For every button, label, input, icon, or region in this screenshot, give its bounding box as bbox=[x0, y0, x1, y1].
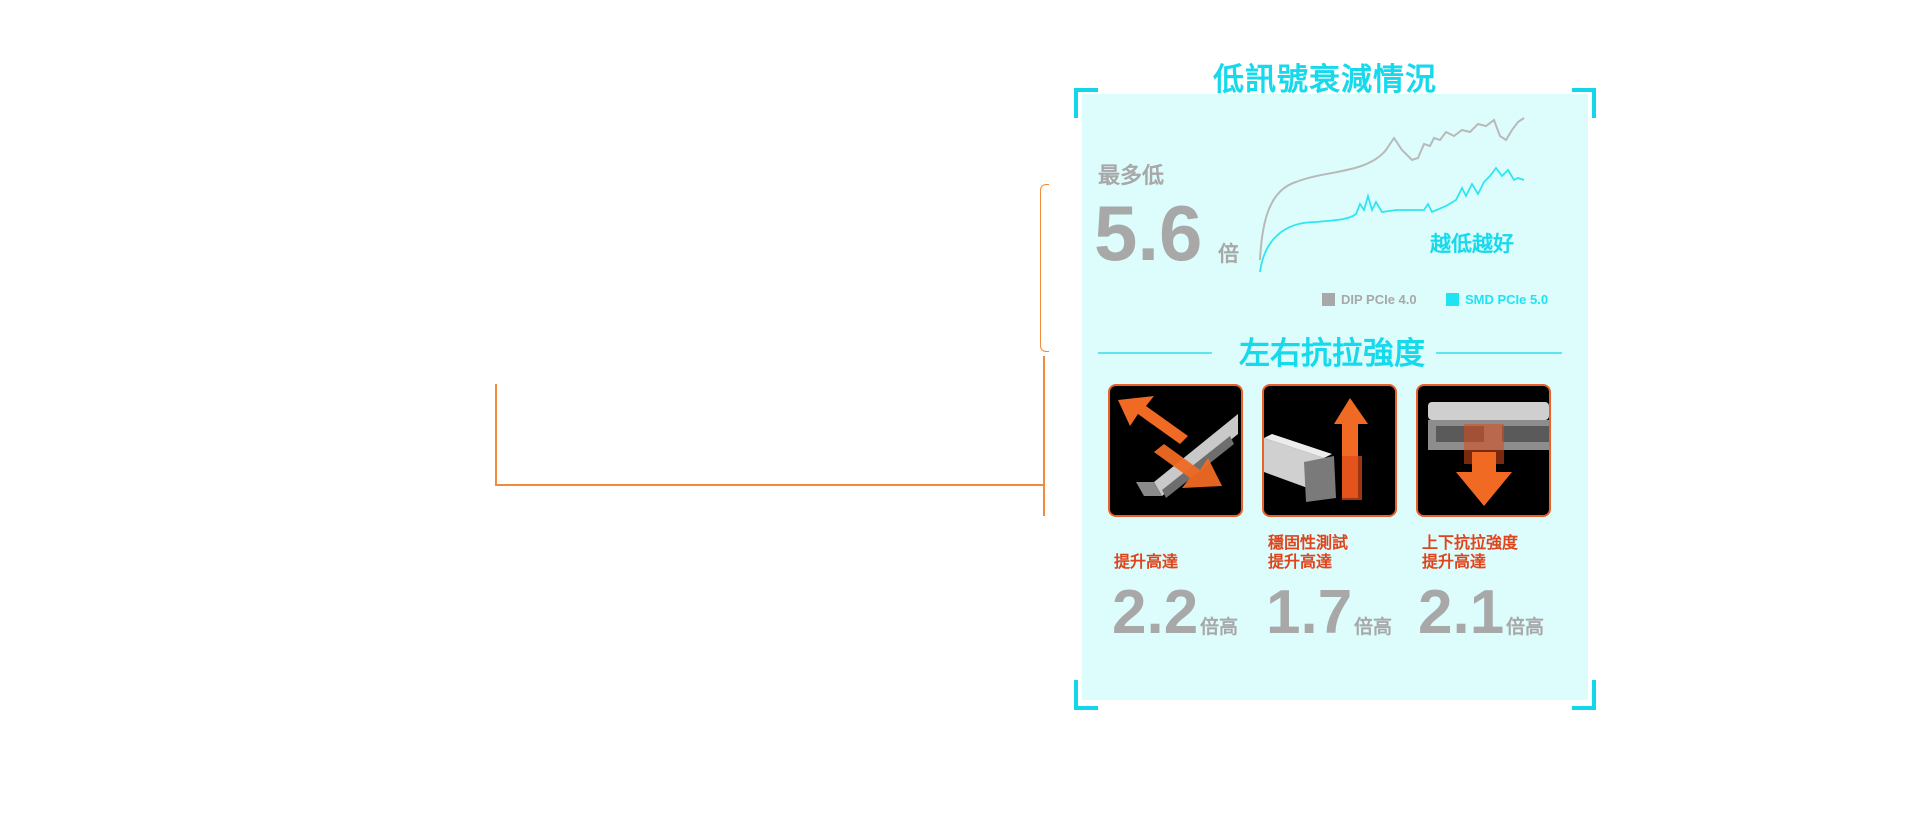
legend-smd-swatch bbox=[1446, 293, 1459, 306]
section-divider-left bbox=[1098, 352, 1212, 354]
strength-tile-2 bbox=[1262, 384, 1397, 517]
strength-unit-2: 倍高 bbox=[1354, 616, 1393, 638]
connector-bracket bbox=[1040, 184, 1049, 352]
strength-unit-1: 倍高 bbox=[1200, 616, 1239, 638]
panel-corner-top-right bbox=[1572, 88, 1596, 118]
strength-label-3: 上下抗拉強度 提升高達 bbox=[1422, 533, 1518, 571]
legend-dip-label: DIP PCIe 4.0 bbox=[1341, 292, 1417, 307]
strength-label-1-line1: 提升高達 bbox=[1114, 552, 1179, 571]
strength-label-1: 提升高達 bbox=[1114, 552, 1178, 571]
dip-curve bbox=[1259, 117, 1525, 261]
strength-unit-3: 倍高 bbox=[1506, 616, 1545, 638]
signal-title: 低訊號衰減情況 bbox=[1213, 62, 1437, 98]
legend-dip: DIP PCIe 4.0 bbox=[1322, 292, 1417, 307]
strength-value-2: 1.7 bbox=[1266, 578, 1353, 647]
panel-corner-top-left bbox=[1074, 88, 1098, 118]
panel-corner-bottom-right bbox=[1572, 680, 1596, 710]
strength-value-3: 2.1 bbox=[1418, 578, 1505, 647]
panel-corner-bottom-left bbox=[1074, 680, 1098, 710]
smd-curve bbox=[1259, 166, 1525, 273]
connector-line-left-vertical bbox=[495, 384, 497, 484]
connector-line-horizontal bbox=[495, 484, 1043, 486]
strength-label-3-line1: 上下抗拉強度 bbox=[1422, 533, 1519, 552]
strength-tile-1 bbox=[1108, 384, 1243, 517]
strength-title: 左右抗拉強度 bbox=[1239, 336, 1425, 372]
upward-pull-arrow-icon bbox=[1264, 398, 1368, 502]
downward-pull-arrow-icon bbox=[1428, 402, 1549, 506]
strength-label-2-line2: 提升高達 bbox=[1268, 552, 1333, 571]
strength-tile-3 bbox=[1416, 384, 1551, 517]
section-divider-right bbox=[1436, 352, 1562, 354]
signal-curve-graphic bbox=[1259, 117, 1525, 273]
strength-value-1: 2.2 bbox=[1112, 578, 1199, 647]
signal-tagline: 越低越好 bbox=[1430, 232, 1514, 256]
connector-line-right-vertical bbox=[1043, 356, 1045, 516]
diagonal-pull-arrows-icon bbox=[1118, 396, 1238, 498]
strength-label-2-line1: 穩固性測試 bbox=[1268, 533, 1349, 552]
legend-dip-swatch bbox=[1322, 293, 1335, 306]
signal-value: 5.6 bbox=[1094, 189, 1203, 277]
strength-label-3-line2: 提升高達 bbox=[1422, 552, 1487, 571]
signal-prefix: 最多低 bbox=[1098, 164, 1165, 189]
legend-smd-label: SMD PCIe 5.0 bbox=[1465, 292, 1549, 307]
signal-unit: 倍 bbox=[1218, 242, 1239, 266]
legend-smd: SMD PCIe 5.0 bbox=[1446, 292, 1548, 307]
strength-label-2: 穩固性測試 提升高達 bbox=[1268, 533, 1348, 571]
